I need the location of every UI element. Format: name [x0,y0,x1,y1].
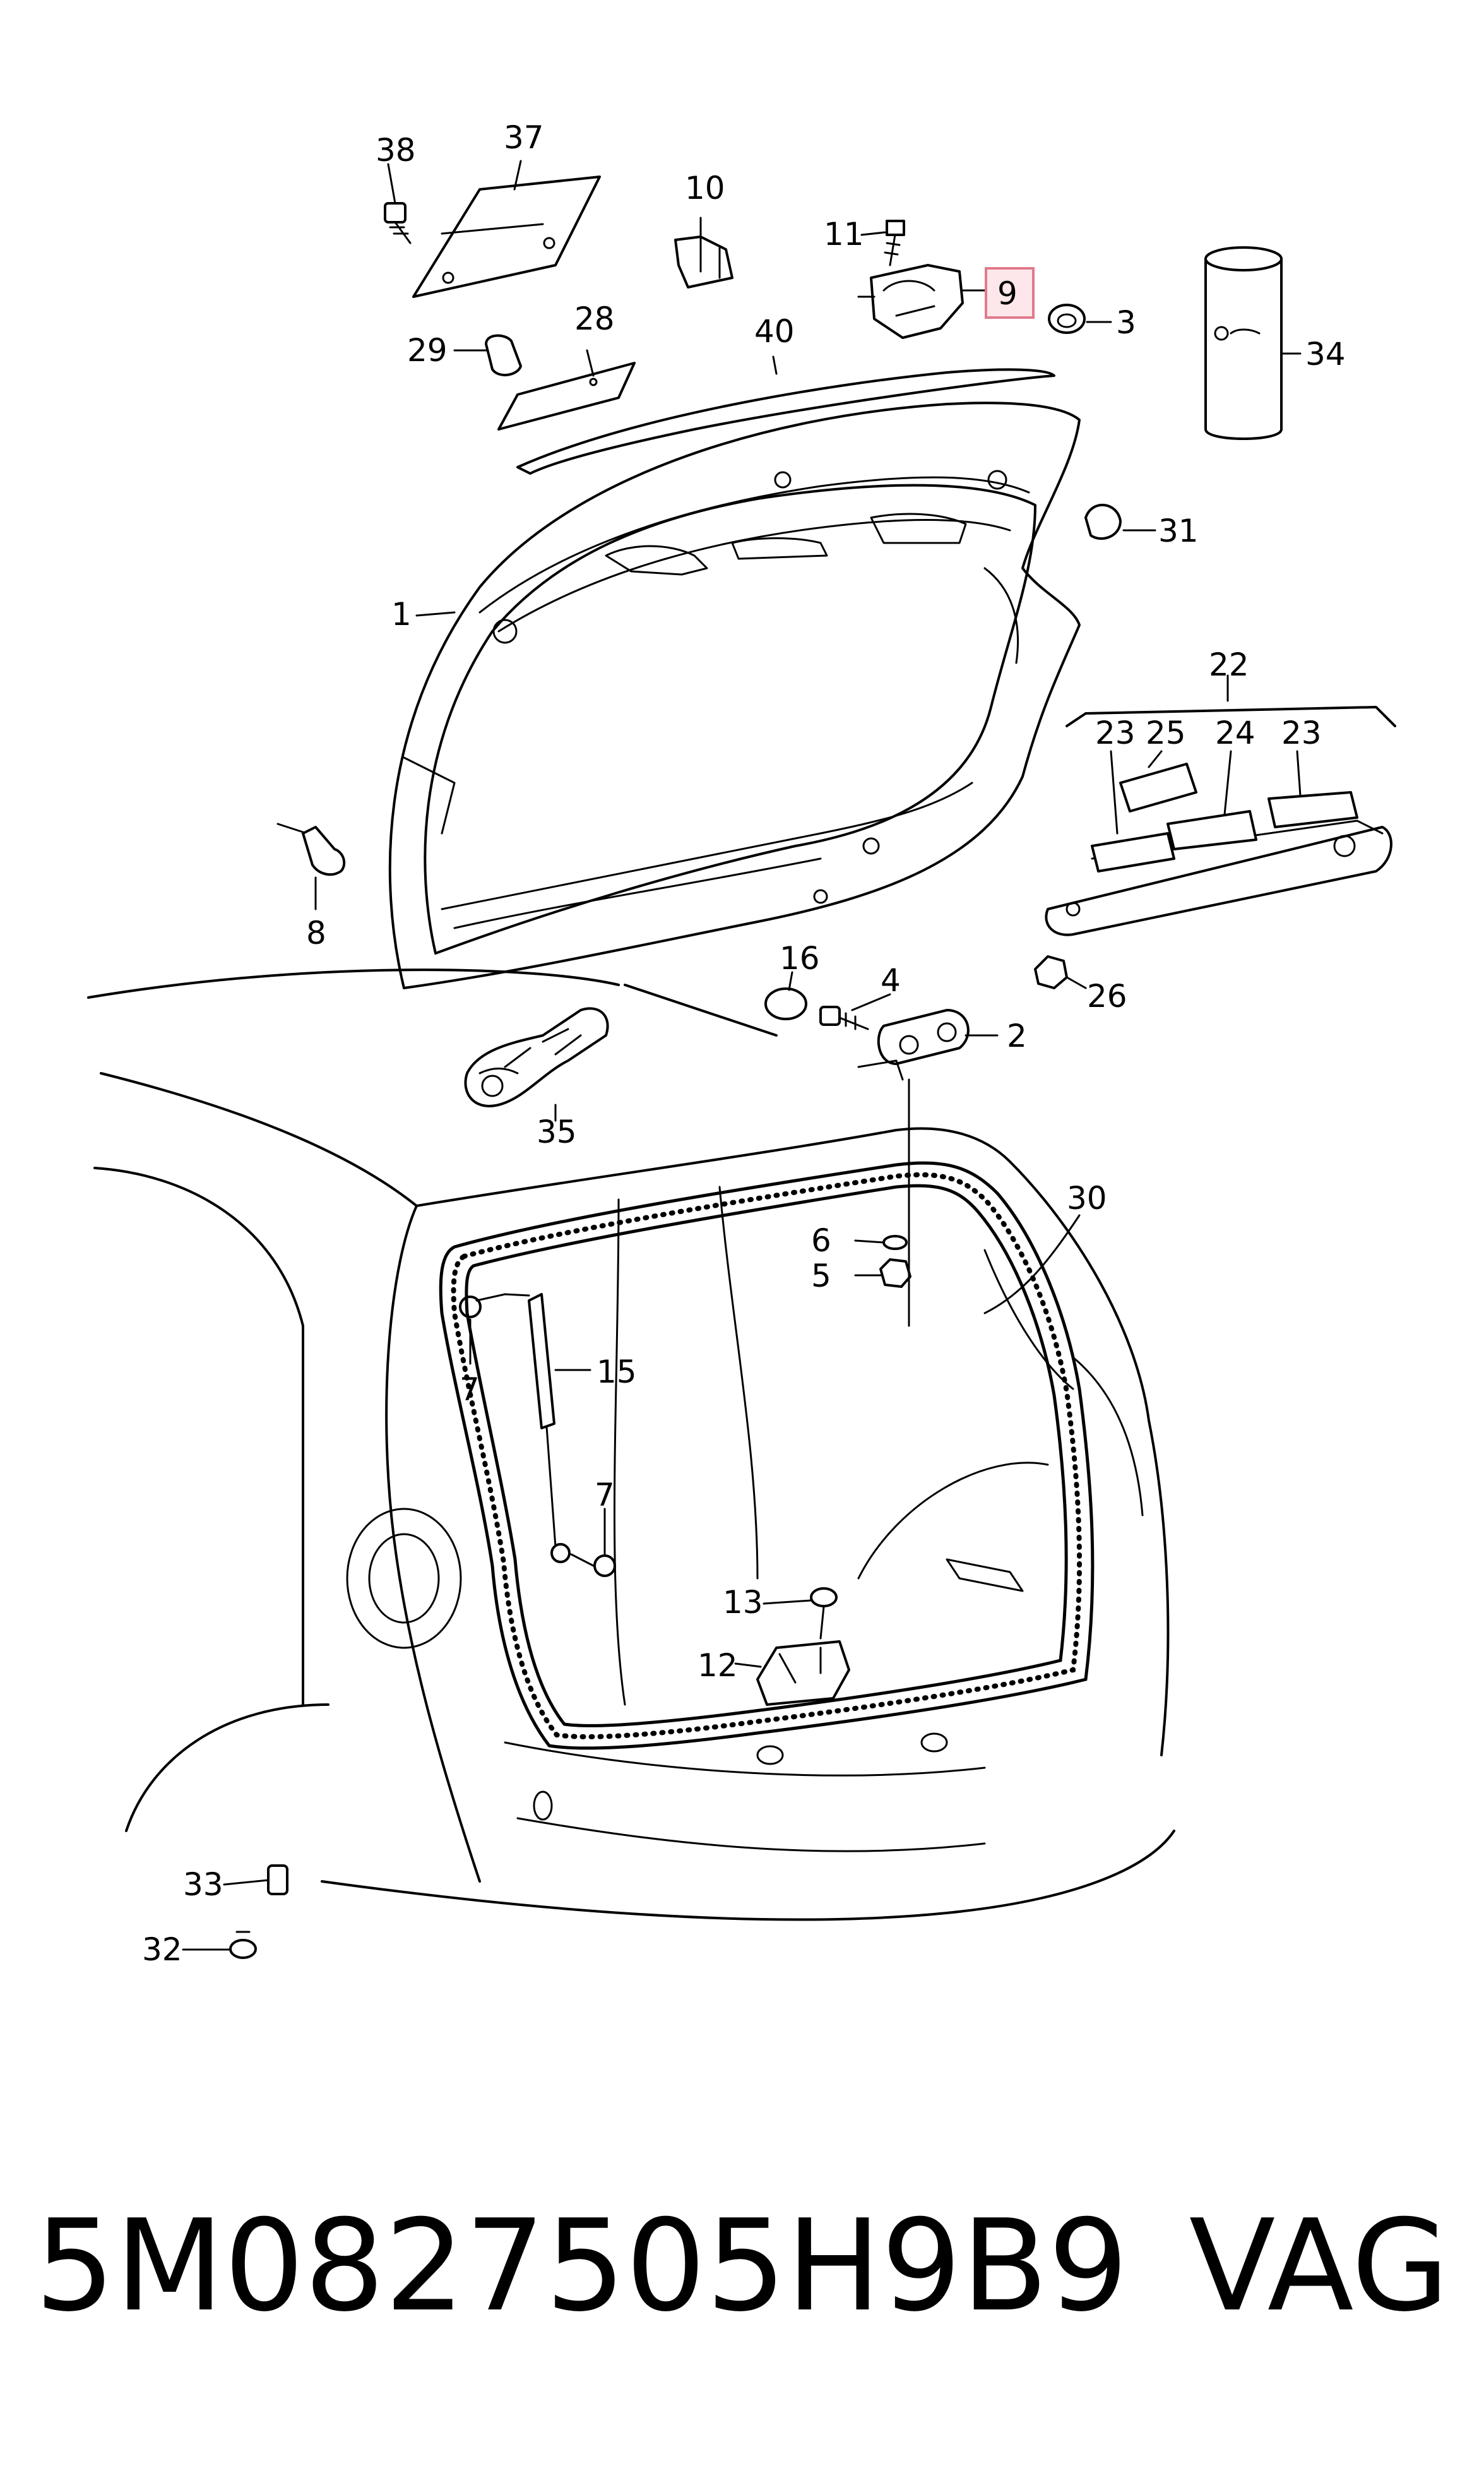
weatherstrip-seal-30 [439,1161,1095,1750]
callout-13: 13 [723,1584,763,1621]
callout-24: 24 [1215,715,1255,751]
callout-38: 38 [376,132,416,169]
spoiler [516,368,1055,475]
callout-5: 5 [811,1258,831,1294]
callout-11: 11 [824,216,864,253]
latch-12 [756,1640,850,1706]
lock-module-9 [857,264,964,339]
callout-8: 8 [306,915,326,951]
bracket-10 [674,235,733,289]
hinge-2 [857,1009,970,1081]
callout-23b: 23 [1281,715,1322,751]
callout-labels: 38 37 10 11 9 3 34 29 28 40 31 1 22 23 2… [142,119,1346,1968]
callout-7b: 7 [595,1477,615,1513]
tailgate-panel [388,402,1081,989]
callout-34: 34 [1305,336,1346,372]
label-28 [497,362,636,431]
wiring-harness-35 [464,1007,609,1107]
car-body-rear [87,968,1175,1921]
bolt-4 [819,1006,869,1030]
part-number-caption: 5M0827505H9B9 [35,2193,1129,2340]
leader-lines [182,160,1302,1951]
callout-33: 33 [183,1866,223,1903]
callout-26: 26 [1087,978,1127,1015]
gas-strut-15 [504,1293,571,1563]
callout-2: 2 [1007,1018,1027,1054]
ball-stud-7b [570,1553,616,1577]
callout-28: 28 [574,301,615,337]
callout-highlight-box [985,267,1035,319]
callout-40: 40 [754,313,795,350]
callout-31: 31 [1158,513,1199,549]
screw-32 [229,1931,257,1959]
bolt-38 [384,202,412,244]
plug-16 [764,987,807,1020]
brand-caption: VAG [1189,2193,1449,2340]
label-25 [1119,763,1197,813]
callout-6: 6 [811,1222,831,1259]
bump-stop-8 [276,823,346,876]
callout-25: 25 [1146,715,1186,751]
callout-10: 10 [685,170,725,206]
callout-29: 29 [407,332,448,369]
callout-30: 30 [1067,1180,1107,1217]
callout-22: 22 [1209,646,1249,683]
callout-4: 4 [881,962,901,999]
lamp-bracket-22 [1045,706,1396,936]
callout-37: 37 [504,119,544,156]
screw-11 [884,220,905,266]
callout-16: 16 [780,940,820,977]
spray-can-34 [1204,246,1283,440]
clip-29 [485,334,522,377]
callout-35: 35 [537,1114,577,1150]
nut-5 [879,1258,911,1288]
callout-32: 32 [142,1931,182,1968]
grommet-3 [1048,304,1086,334]
callout-9: 9 [997,275,1018,312]
callout-23a: 23 [1095,715,1136,751]
callout-1: 1 [391,596,412,633]
nut-26 [1034,955,1068,989]
cap-31 [1084,503,1122,540]
callout-15: 15 [597,1354,637,1390]
callout-7a: 7 [460,1371,480,1408]
callout-12: 12 [697,1647,738,1684]
washer-6 [882,1235,908,1250]
screw-13 [810,1587,838,1640]
clip-33 [267,1864,288,1895]
callout-3: 3 [1116,304,1136,341]
trim-panel-37 [412,176,601,298]
